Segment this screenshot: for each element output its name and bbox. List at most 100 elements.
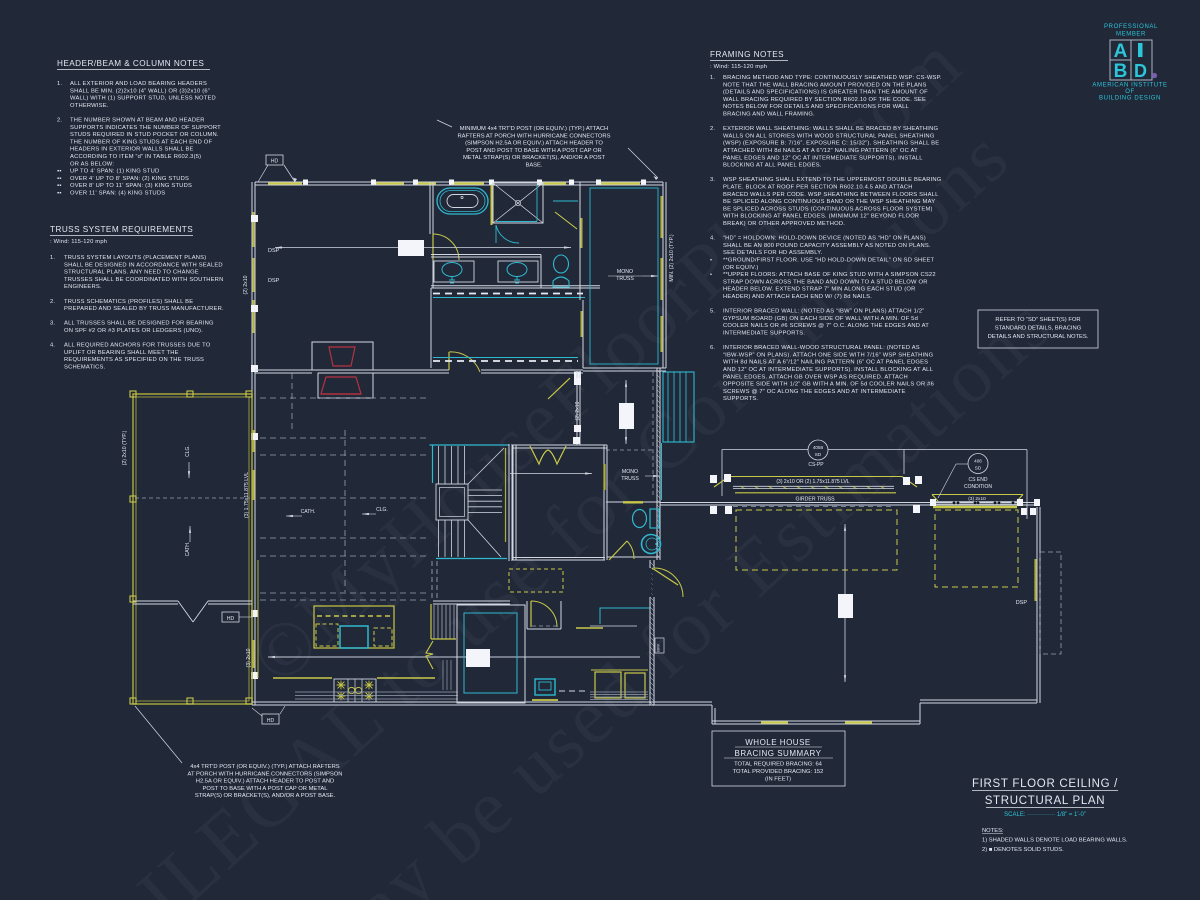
svg-text:HD: HD — [227, 616, 235, 622]
svg-text:(2) 2x10 (TYP.): (2) 2x10 (TYP.) — [122, 430, 128, 465]
svg-text:POST TO BASE WITH A POST CAP O: POST TO BASE WITH A POST CAP OR METAL — [203, 786, 329, 792]
svg-text:BRACING SUMMARY: BRACING SUMMARY — [735, 749, 822, 758]
svg-text:SHALL BE AN 800 POUND CAPACITY: SHALL BE AN 800 POUND CAPACITY ASSEMBLY … — [723, 243, 931, 249]
svg-text:BRACED WALLS PER CODE. WSP SHE: BRACED WALLS PER CODE. WSP SHEATHING BET… — [723, 192, 939, 198]
svg-text:STRAP(S) OR BRACKET(S), AND/OR: STRAP(S) OR BRACKET(S), AND/OR A POST BA… — [195, 793, 336, 799]
svg-text:NOTES:: NOTES: — [982, 828, 1004, 834]
svg-text:CATH.: CATH. — [185, 542, 191, 557]
svg-text:SD: SD — [975, 466, 982, 471]
svg-text:OVER 11' SPAN: (4) KING STUDS: OVER 11' SPAN: (4) KING STUDS — [70, 191, 165, 197]
svg-text:STRUCTURAL PLAN: STRUCTURAL PLAN — [985, 795, 1106, 807]
svg-text:INTERMEDIATE SUPPORTS.: INTERMEDIATE SUPPORTS. — [723, 331, 805, 337]
svg-text:WALLS ON ALL STORIES WITH WOOD: WALLS ON ALL STORIES WITH WOOD STRUCTURA… — [723, 133, 935, 139]
svg-text:(2) 2x10: (2) 2x10 — [243, 275, 249, 294]
svg-text:2.: 2. — [50, 299, 55, 305]
svg-text:BRACING METHOD AND TYPE: CONTI: BRACING METHOD AND TYPE: CONTINUOUSLY SH… — [723, 75, 942, 81]
svg-text:(DETAILS AND SPECIFICATIONS) I: (DETAILS AND SPECIFICATIONS) IS GREATER … — [723, 90, 928, 96]
svg-text:SCREWS @ 7” OC ALONG THE EDGES: SCREWS @ 7” OC ALONG THE EDGES AND AT IN… — [723, 389, 906, 395]
svg-text:BRACING AND WALL FRAMING.: BRACING AND WALL FRAMING. — [723, 112, 815, 118]
svg-text:METAL STRAP(S) OR BRACKET(S),: METAL STRAP(S) OR BRACKET(S), AND/OR A P… — [463, 155, 606, 161]
svg-text:HD: HD — [267, 718, 275, 724]
svg-text:▪▪: ▪▪ — [57, 176, 62, 182]
svg-text:3.: 3. — [710, 177, 715, 183]
svg-text:WALL) WITH (1) SUPPORT STUD, U: WALL) WITH (1) SUPPORT STUD, UNLESS NOTE… — [70, 96, 216, 102]
svg-text:5.: 5. — [710, 309, 715, 315]
svg-text:WALL BRACING REQUIRED BY SECTI: WALL BRACING REQUIRED BY SECTION R602.10… — [723, 97, 926, 103]
svg-text:(OR EQUIV.): (OR EQUIV.) — [723, 265, 758, 271]
svg-text:DETAILS AND STRUCTURAL NOTES.: DETAILS AND STRUCTURAL NOTES. — [988, 334, 1089, 340]
svg-text:UPLIFT OR BEARING SHALL MEET T: UPLIFT OR BEARING SHALL MEET THE — [64, 350, 179, 356]
svg-text:ALL TRUSSES SHALL BE DESIGNED: ALL TRUSSES SHALL BE DESIGNED FOR BEARIN… — [64, 321, 214, 327]
svg-text:TRUSSES SHALL BE COORDINATED: TRUSSES SHALL BE COORDINATED WITH SOUTHE… — [64, 277, 223, 283]
svg-text:(2) 2x10: (2) 2x10 — [575, 401, 581, 420]
svg-text:SD: SD — [815, 452, 822, 457]
svg-text:DSP: DSP — [268, 278, 280, 284]
svg-text:STRUCTURAL PLANS. ANY NEED TO: STRUCTURAL PLANS. ANY NEED TO CHANGE — [64, 270, 199, 276]
svg-text:OPPOSITE SIDE WITH 1/2” GB WIT: OPPOSITE SIDE WITH 1/2” GB WITH A MIN. O… — [723, 382, 934, 388]
svg-text:OVER 4' UP TO 8' SPAN: (2) KIN: OVER 4' UP TO 8' SPAN: (2) KING STUDS — [70, 176, 189, 182]
svg-text:TRUSS SYSTEM REQUIREMENTS: TRUSS SYSTEM REQUIREMENTS — [50, 225, 193, 234]
svg-text:STUDS REQUIRED IN STUD POCKET: STUDS REQUIRED IN STUD POCKET OR COLUMN. — [70, 132, 219, 138]
svg-text:(3) 2x10 OR (2) 1.75x11.875 LV: (3) 2x10 OR (2) 1.75x11.875 LVL — [776, 479, 849, 485]
svg-text:FRAMING NOTES: FRAMING NOTES — [710, 50, 784, 59]
svg-text:WITH BLOCKING AT PANEL EDGES.: WITH BLOCKING AT PANEL EDGES. (MINIMUM 1… — [723, 214, 919, 220]
svg-text:CONDITION: CONDITION — [964, 484, 992, 490]
svg-text:SCHEMATICS.: SCHEMATICS. — [64, 365, 106, 371]
svg-text:WSP SHEATHING SHALL EXTEND TO: WSP SHEATHING SHALL EXTEND TO THE UPPERM… — [723, 177, 942, 183]
svg-text:FIRST FLOOR CEILING /: FIRST FLOOR CEILING / — [972, 778, 1118, 790]
svg-text:AT PORCH WITH HURRICANE CONNEC: AT PORCH WITH HURRICANE CONNECTORS (SIMP… — [188, 771, 343, 777]
svg-text:HD: HD — [271, 159, 279, 165]
svg-text:HEADER/BEAM & COLUMN NOTES: HEADER/BEAM & COLUMN NOTES — [57, 59, 204, 68]
svg-text:(WSP) (EXPOSURE B: 7/16”. EXPO: (WSP) (EXPOSURE B: 7/16”. EXPOSURE C: 15… — [723, 141, 939, 147]
svg-text:SCALE: ·············· 1/8” = 1: SCALE: ·············· 1/8” = 1'-0” — [1004, 812, 1086, 818]
svg-text:HEADER BELOW. EXTEND STRAP 7”: HEADER BELOW. EXTEND STRAP 7” MIN ALONG … — [723, 287, 915, 293]
svg-text:TRUSS: TRUSS — [616, 276, 634, 282]
svg-text:CS-PP: CS-PP — [808, 462, 824, 468]
svg-text:H2.5A OR EQUIV.) ATTACH HEADER: H2.5A OR EQUIV.) ATTACH HEADER TO POST A… — [196, 779, 334, 785]
svg-text:PROFESSIONAL: PROFESSIONAL — [1104, 24, 1158, 30]
svg-text:4.: 4. — [50, 343, 55, 349]
svg-text:OTHERWISE.: OTHERWISE. — [70, 103, 109, 109]
svg-text:▪▪: ▪▪ — [57, 183, 62, 189]
svg-text:**GROUND/FIRST FLOOR. USE “HD: **GROUND/FIRST FLOOR. USE “HD HOLD-DOWN … — [723, 258, 935, 264]
svg-text:▪▪: ▪▪ — [57, 169, 62, 175]
svg-text:2) ■ DENOTES SOLID STUDS.: 2) ■ DENOTES SOLID STUDS. — [982, 847, 1064, 853]
svg-text:BE SPLICED ACROSS STUDS (CONTI: BE SPLICED ACROSS STUDS (CONTINUOUS ACRO… — [723, 206, 933, 212]
svg-text:OF: OF — [1125, 89, 1135, 95]
svg-text:IBW: IBW — [656, 644, 661, 652]
svg-text:B: B — [1114, 61, 1128, 82]
svg-text:D: D — [1134, 61, 1147, 81]
svg-text:TOTAL REQUIRED BRACING: 64: TOTAL REQUIRED BRACING: 64 — [734, 762, 823, 768]
svg-text:AND 12” OC AT INTERMEDIATE SUP: AND 12” OC AT INTERMEDIATE SUPPORTS). IN… — [723, 367, 934, 373]
svg-text:PANEL EDGES AND 12” OC AT INTE: PANEL EDGES AND 12” OC AT INTERMEDIATE S… — [723, 155, 923, 161]
svg-text:CS END: CS END — [969, 477, 988, 483]
svg-text:COOLER NAILS OR #6 SCREWS @ 7”: COOLER NAILS OR #6 SCREWS @ 7” O.C. ALON… — [723, 323, 929, 329]
svg-text:**UPPER FLOORS: ATTACH BASE OF: **UPPER FLOORS: ATTACH BASE OF KING STUD… — [723, 272, 936, 278]
svg-text:1) SHADED WALLS DENOTE LOAD BE: 1) SHADED WALLS DENOTE LOAD BEARING WALL… — [982, 838, 1128, 844]
svg-text:(3) 2x10: (3) 2x10 — [246, 648, 252, 667]
svg-text:BE SPLICED ALONG CONTINUOUS BA: BE SPLICED ALONG CONTINUOUS BAND OR THE … — [723, 199, 935, 205]
svg-text:SUPPORTS INDICATES THE NUMBER: SUPPORTS INDICATES THE NUMBER OF SUPPORT — [70, 125, 221, 131]
svg-text:MEMBER: MEMBER — [1116, 32, 1146, 38]
svg-text:EXTERIOR WALL SHEATHING: WALLS: EXTERIOR WALL SHEATHING: WALLS SHALL BE … — [723, 126, 938, 132]
svg-text:HEADER) AND ATTACH EACH END W/: HEADER) AND ATTACH EACH END W/ (7) 8d NA… — [723, 294, 872, 300]
svg-text:STANDARD DETAILS, BRACING: STANDARD DETAILS, BRACING — [995, 326, 1082, 332]
svg-text:: Wind: 115-120 mph: : Wind: 115-120 mph — [50, 239, 107, 245]
svg-text:MIN. (2) 2x10 (TYP.): MIN. (2) 2x10 (TYP.) — [669, 234, 675, 281]
svg-text:NOTE THAT THE WALL BRACING AMO: NOTE THAT THE WALL BRACING AMOUNT PROVID… — [723, 82, 927, 88]
svg-text:ATTACHED WITH 8d NAILS AT A 6”: ATTACHED WITH 8d NAILS AT A 6”/12” NAILI… — [723, 148, 918, 154]
svg-text:“IBW-WSP” ON PLANS). ATTACH ON: “IBW-WSP” ON PLANS). ATTACH ONE SIDE WIT… — [723, 352, 934, 358]
svg-text:REFER TO “SD” SHEET(S) FOR: REFER TO “SD” SHEET(S) FOR — [995, 317, 1080, 323]
svg-text:PANEL EDGES. ATTACH GB OVER WS: PANEL EDGES. ATTACH GB OVER WSP AS REQUI… — [723, 374, 908, 380]
svg-text:•: • — [710, 258, 712, 264]
svg-text:ALL REQUIRED ANCHORS FOR TRUSS: ALL REQUIRED ANCHORS FOR TRUSSES DUE TO — [64, 343, 211, 349]
svg-text:PLATE. BLOCK AT ROOF PER SECTI: PLATE. BLOCK AT ROOF PER SECTION R602.10… — [723, 185, 913, 191]
svg-text:3.: 3. — [50, 321, 55, 327]
svg-text:: Wind: 115-120 mph: : Wind: 115-120 mph — [710, 64, 767, 70]
svg-text:6.: 6. — [710, 345, 715, 351]
svg-text:4058: 4058 — [813, 445, 824, 450]
svg-text:STRAP DOWN ACROSS THE BAND AND: STRAP DOWN ACROSS THE BAND AND DOWN TO A… — [723, 279, 928, 285]
svg-text:4x4 TRT'D POST (OR EQUIV.) (TY: 4x4 TRT'D POST (OR EQUIV.) (TYP.) ATTACH… — [190, 764, 340, 770]
svg-text:POST AND POST TO BASE WITH A P: POST AND POST TO BASE WITH A POST CAP OR — [466, 148, 601, 154]
svg-text:TRUSS: TRUSS — [621, 476, 639, 482]
